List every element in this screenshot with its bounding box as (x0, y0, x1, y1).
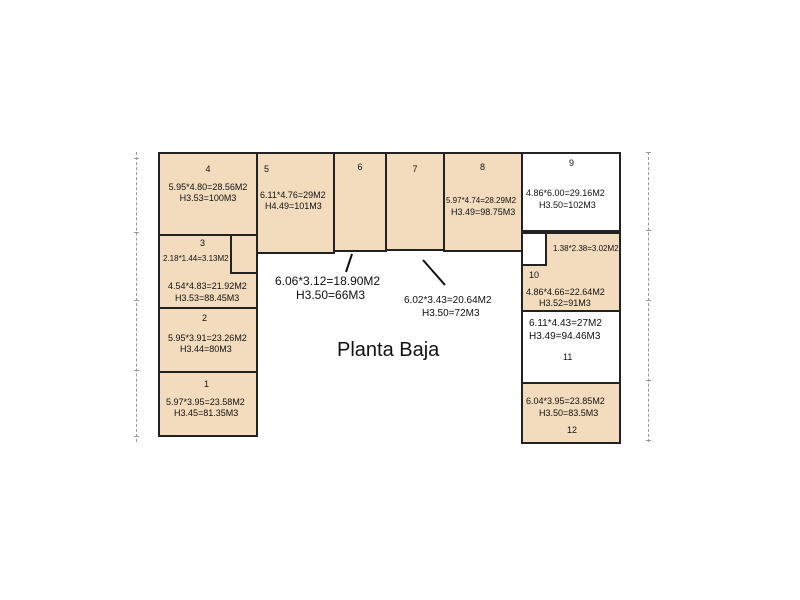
room-volume: H3.50=102M3 (539, 200, 596, 210)
room-12: 6.04*3.95=23.85M2 H3.50=83.5M3 12 (521, 382, 621, 444)
room-area: 6.04*3.95=23.85M2 (526, 396, 605, 406)
dim-tick (646, 380, 651, 381)
room-9: 9 4.86*6.00=29.16M2 H3.50=102M3 (521, 152, 621, 232)
room-area: 6.11*4.43=27M2 (529, 318, 602, 329)
room-3-closet (230, 234, 258, 274)
room-volume: H3.50=83.5M3 (539, 408, 599, 418)
room-area: 4.86*6.00=29.16M2 (526, 188, 605, 198)
callout-room-6-area: 6.06*3.12=18.90M2 (275, 274, 381, 288)
right-dimension-line (648, 152, 649, 442)
plan-title: Planta Baja (337, 339, 440, 361)
room-small-area: 1.38*2.38=3.02M2 (553, 244, 619, 253)
room-volume: H3.49=98.75M3 (451, 207, 516, 217)
room-4: 4 5.95*4.80=28.56M2 H3.53=100M3 (158, 152, 258, 236)
room-area: 5.97*3.95=23.58M2 (166, 397, 245, 407)
room-10-closet (521, 232, 547, 266)
room-number: 12 (567, 425, 578, 435)
callout-room-7-volume: H3.50=72M3 (422, 308, 480, 319)
dim-tick (646, 440, 651, 441)
room-number: 9 (569, 158, 575, 168)
room-volume: H3.53=88.45M3 (175, 293, 240, 303)
room-small-area: 2.18*1.44=3.13M2 (163, 254, 229, 263)
room-number: 7 (412, 164, 418, 174)
room-number: 6 (357, 162, 363, 172)
room-number: 2 (202, 313, 208, 323)
dim-tick (134, 370, 139, 371)
callout-room-7-area: 6.02*3.43=20.64M2 (404, 295, 492, 306)
room-area: 5.95*4.80=28.56M2 (168, 182, 248, 192)
room-area: 4.54*4.83=21.92M2 (168, 281, 247, 291)
dim-tick (134, 158, 139, 159)
room-number: 8 (480, 162, 486, 172)
left-dimension-line (136, 152, 137, 442)
dim-tick (646, 230, 651, 231)
room-volume: H3.49=94.46M3 (529, 331, 601, 342)
leader-line-room-7 (422, 259, 446, 286)
room-volume: H4.49=101M3 (265, 201, 322, 211)
room-11: 6.11*4.43=27M2 H3.49=94.46M3 11 (521, 310, 621, 384)
dim-tick (134, 436, 139, 437)
room-number: 1 (204, 379, 210, 389)
room-volume: H3.52=91M3 (539, 298, 591, 308)
room-2: 2 5.95*3.91=23.26M2 H3.44=80M3 (158, 307, 258, 373)
room-area: 4.86*4.66=22.64M2 (526, 287, 605, 297)
room-area: 6.11*4.76=29M2 (260, 190, 326, 200)
room-number: 11 (563, 352, 573, 362)
room-1: 1 5.97*3.95=23.58M2 H3.45=81.35M3 (158, 371, 258, 437)
dim-tick (134, 300, 139, 301)
room-area: 5.97*4.74=28.29M2 (446, 196, 517, 205)
room-number: 10 (529, 270, 540, 280)
room-volume: H3.44=80M3 (180, 344, 232, 354)
room-number: 4 (205, 164, 211, 174)
room-number: 3 (200, 238, 206, 248)
leader-line-room-6 (345, 253, 353, 273)
room-volume: H3.53=100M3 (179, 193, 237, 203)
room-number: 5 (264, 164, 270, 174)
room-volume: H3.45=81.35M3 (174, 408, 239, 418)
room-8: 8 5.97*4.74=28.29M2 H3.49=98.75M3 (443, 152, 523, 252)
dim-tick (134, 232, 139, 233)
dim-tick (646, 152, 651, 153)
dim-tick (646, 300, 651, 301)
room-area: 5.95*3.91=23.26M2 (168, 333, 247, 343)
callout-room-6-volume: H3.50=66M3 (296, 288, 366, 302)
